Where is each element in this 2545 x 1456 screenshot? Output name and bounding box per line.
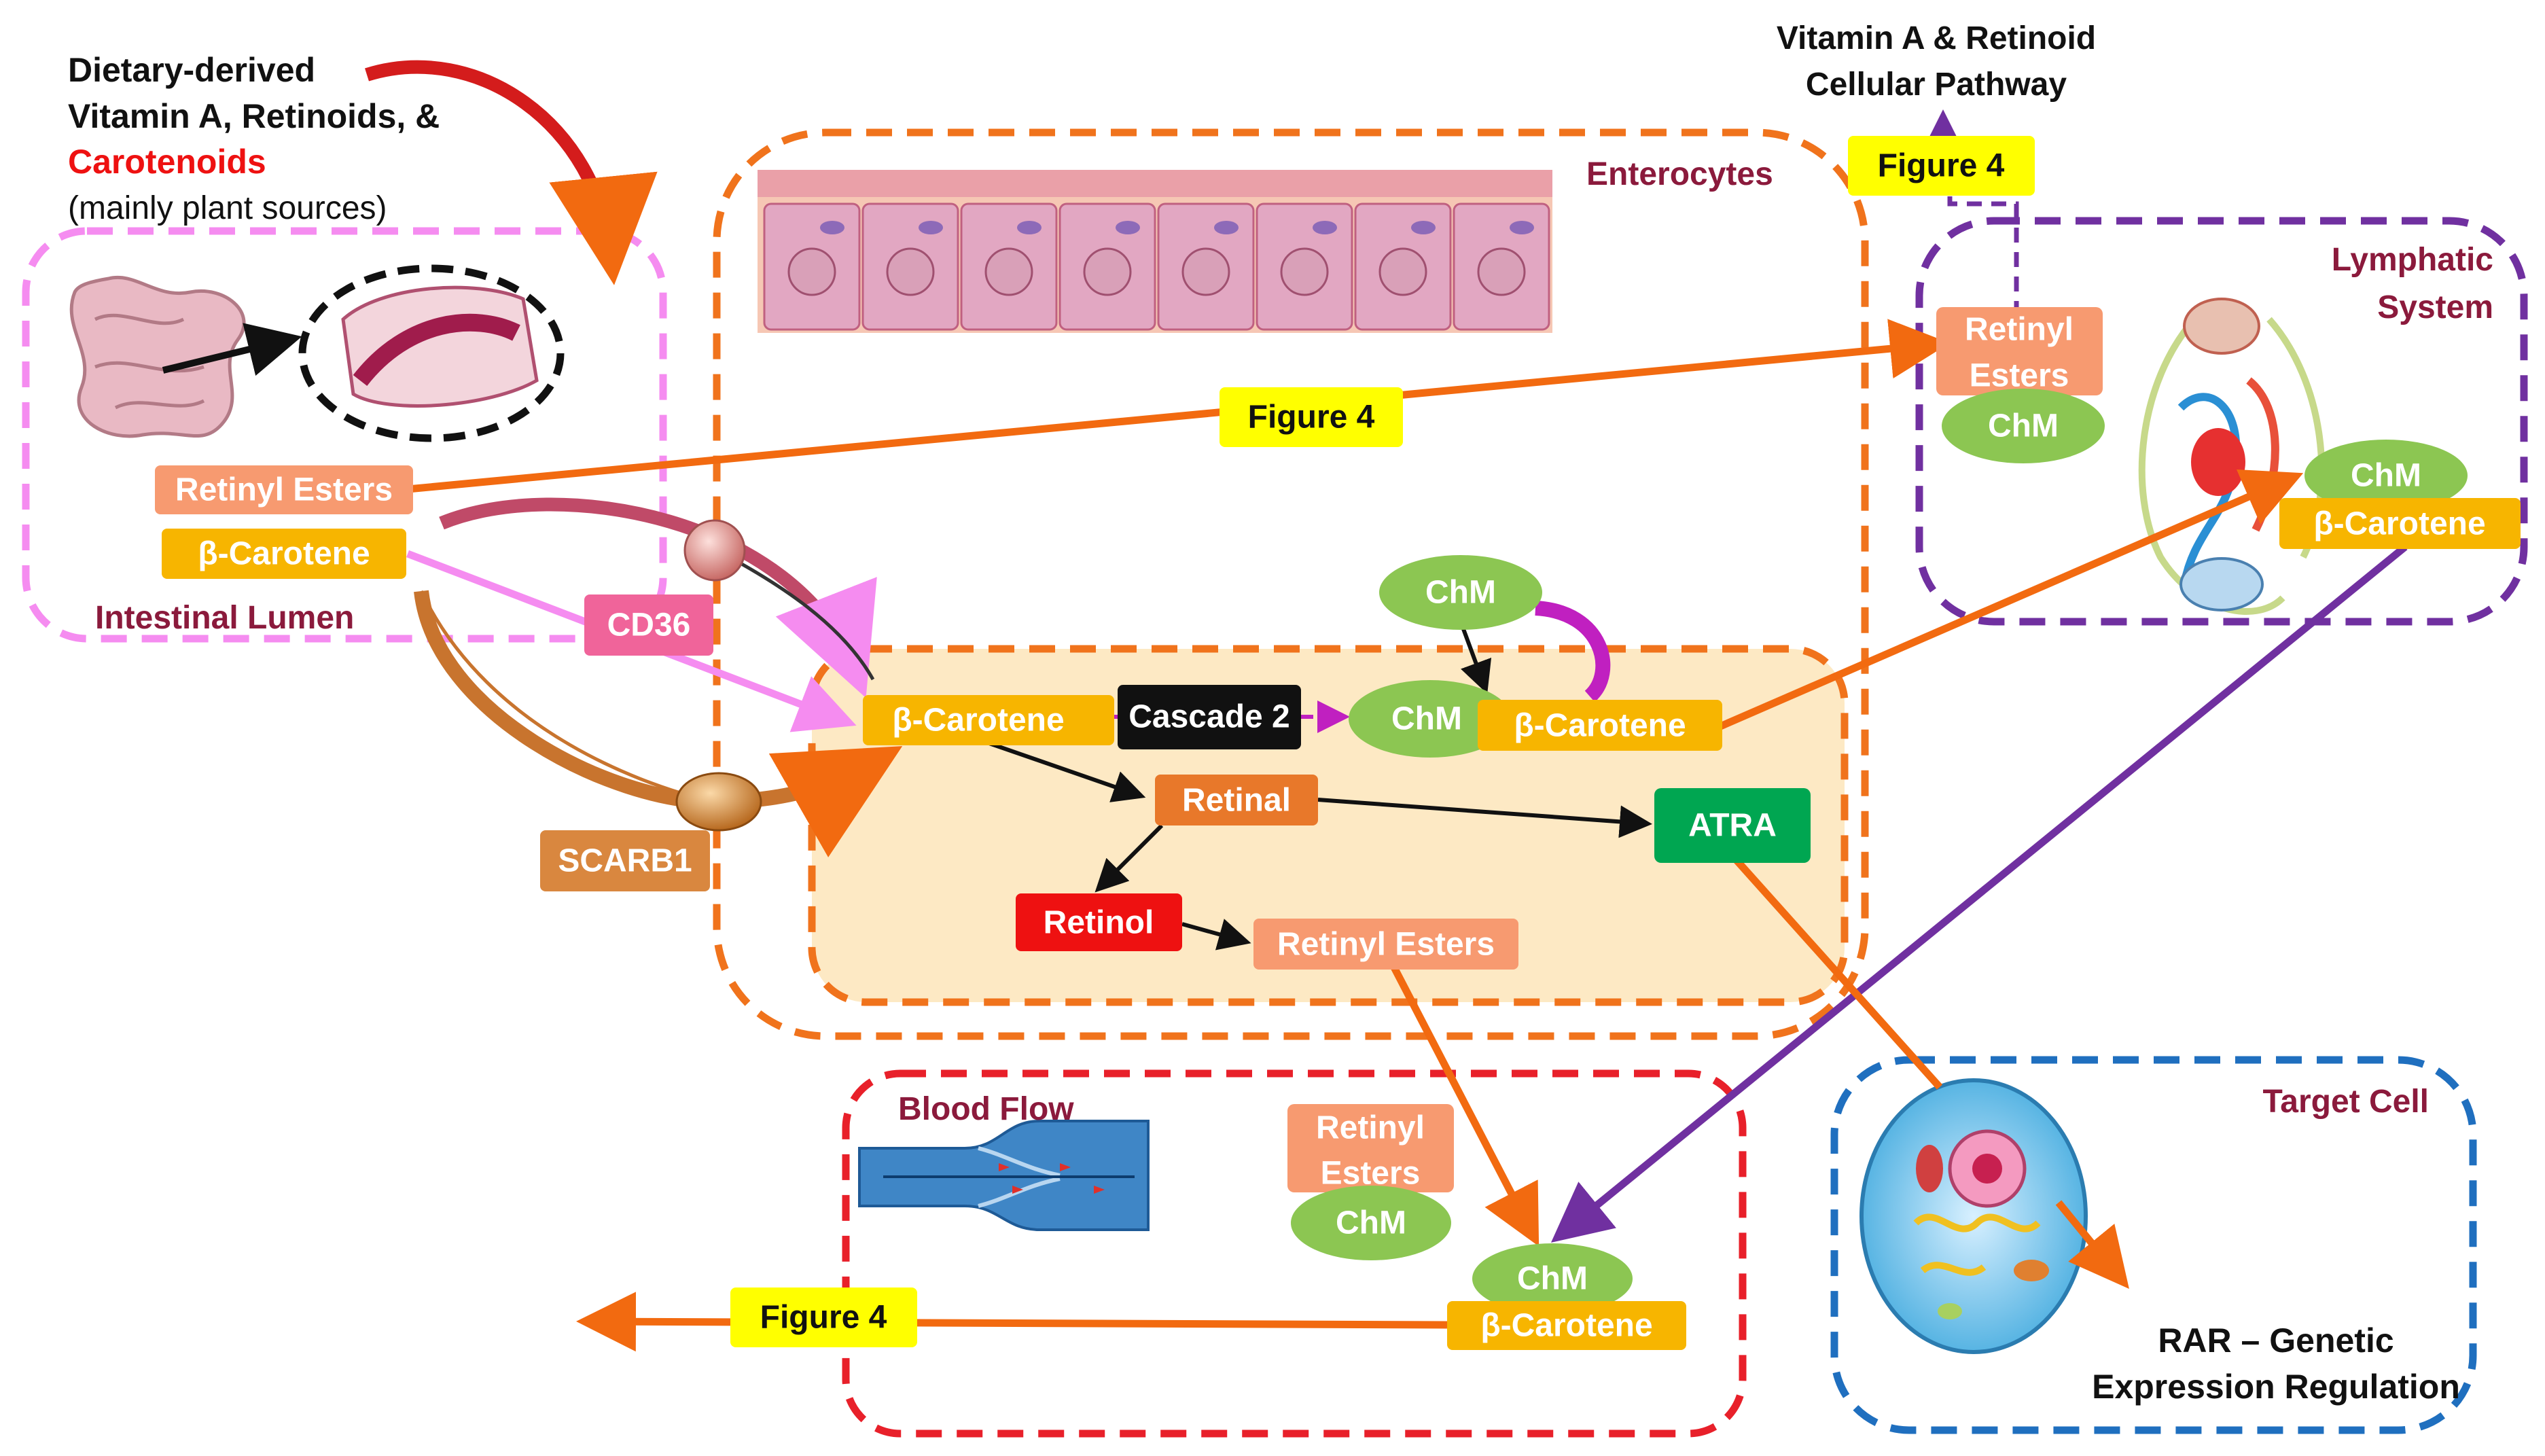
figure4-bottom-box: Figure 4 [730, 1288, 917, 1347]
chm-cell-top-label: ChM [1425, 575, 1496, 611]
dietary-line4: (mainly plant sources) [68, 190, 387, 226]
lymph-to-pathway-dashed-connector [1947, 187, 2019, 316]
pathway-title-line2: Cellular Pathway [1806, 67, 2067, 103]
intestinal-lumen-region [22, 227, 667, 643]
chm-cell-top-ellipse: ChM [1379, 555, 1542, 630]
lymph-beta-carotene-label: β-Carotene [2313, 506, 2485, 542]
villi-zoom-circle [298, 264, 565, 442]
target-cell-illustration [1859, 1078, 2088, 1354]
scarb1-box: SCARB1 [540, 830, 710, 891]
cascade2-box: Cascade 2 [1118, 685, 1301, 749]
cell-chm-to-lymph-arrow [1717, 469, 2304, 731]
rar-line2: Expression Regulation [2092, 1368, 2460, 1406]
retinal-to-retinol-arrow [1094, 823, 1164, 893]
cascade2-label: Cascade 2 [1128, 699, 1290, 735]
figure4-top-label: Figure 4 [1878, 148, 2005, 184]
lymph-retinyl-label-line1: Retinyl [1965, 312, 2074, 348]
target-cell-to-rar-arrow [2055, 1200, 2129, 1290]
lymph-chm1-label: ChM [1988, 408, 2059, 444]
target-cell-region [1830, 1056, 2477, 1434]
blood-flow-label: Blood Flow [898, 1091, 1074, 1127]
retinal-to-atra-arrow [1317, 798, 1652, 838]
lymph-chm2-label: ChM [2351, 458, 2421, 494]
blood-to-figure4-arrow [576, 1292, 1448, 1352]
target-cell-label: Target Cell [2263, 1084, 2430, 1120]
cd36-label: CD36 [607, 607, 691, 643]
lymphatic-label-line2: System [2377, 289, 2493, 325]
beta-carotene-cell-box: β-Carotene [863, 695, 1114, 745]
cd36-transport-arrow [439, 497, 877, 698]
pathway-title-line1: Vitamin A & Retinoid [1777, 20, 2096, 56]
beta-carotene-lumen-box: β-Carotene [162, 529, 406, 579]
lymph-beta-carotene-box: β-Carotene [2279, 498, 2521, 549]
figure4-middle-label: Figure 4 [1248, 399, 1375, 436]
atra-to-target-cell-arrow [1732, 857, 1943, 1090]
blood-retinyl-label-line1: Retinyl [1316, 1110, 1425, 1146]
lymph-retinyl-esters-box: Retinyl Esters [1936, 307, 2103, 395]
blood-beta-carotene-label: β-Carotene [1480, 1308, 1652, 1344]
chm-recycle-arrow [1535, 601, 1611, 703]
blood-flow-region [842, 1069, 1747, 1438]
lymph-chm1-ellipse: ChM [1942, 389, 2105, 463]
scarb1-transport-arrow [414, 590, 903, 857]
scarb1-transporter-sphere [675, 772, 762, 832]
chm-cell-label: ChM [1391, 701, 1462, 737]
beta-carotene-chm-cell-box: β-Carotene [1478, 700, 1722, 751]
blood-retinyl-esters-box: Retinyl Esters [1287, 1104, 1454, 1192]
scarb1-label: SCARB1 [558, 843, 692, 879]
retinol-to-retinyl-esters-arrow [1181, 919, 1251, 951]
intestinal-lumen-label: Intestinal Lumen [95, 600, 354, 636]
beta-carotene-cell-label: β-Carotene [892, 703, 1064, 739]
dietary-line2: Vitamin A, Retinoids, & [68, 97, 440, 135]
blood-vessel-illustration [858, 1120, 1150, 1231]
dietary-intake-arrow [365, 60, 658, 285]
dietary-line3: Carotenoids [68, 143, 266, 181]
chm-cell-ellipse: ChM [1349, 680, 1512, 758]
cd36-transporter-sphere [683, 519, 746, 582]
lymph-retinyl-label-line2: Esters [1970, 358, 2069, 394]
retinol-label: Retinol [1044, 905, 1154, 941]
carotene-to-retinal-arrow [971, 735, 1146, 802]
enterocytes-label: Enterocytes [1586, 156, 1773, 192]
chm-top-to-chm-arrow [1459, 620, 1492, 694]
intestine-illustration [69, 264, 565, 442]
retinyl-esters-lumen-box: Retinyl Esters [155, 465, 413, 514]
enterocytes-region [713, 128, 1869, 1040]
figure4-top-box: Figure 4 [1848, 136, 2035, 196]
atra-box: ATRA [1654, 788, 1811, 863]
retinol-box: Retinol [1016, 893, 1182, 951]
atra-label: ATRA [1688, 808, 1777, 844]
dietary-line1: Dietary-derived [68, 51, 315, 89]
retinyl-esters-cell-box: Retinyl Esters [1253, 919, 1518, 970]
retinal-label: Retinal [1182, 783, 1291, 819]
lymphatic-system-illustration [2138, 298, 2326, 615]
enterocyte-cells-illustration [758, 170, 1552, 333]
intestine-to-villi-arrow [162, 323, 302, 376]
cd36-box: CD36 [584, 594, 713, 656]
retinal-box: Retinal [1155, 775, 1318, 825]
blood-chm1-label: ChM [1336, 1205, 1406, 1241]
blood-chm2-label: ChM [1517, 1261, 1588, 1297]
blood-retinyl-label-line2: Esters [1321, 1156, 1421, 1192]
lymph-to-blood-arrow [1550, 544, 2408, 1243]
lymphatic-label-line1: Lymphatic [2332, 242, 2493, 278]
figure4-middle-box: Figure 4 [1220, 387, 1403, 447]
blood-beta-carotene-box: β-Carotene [1447, 1301, 1686, 1350]
retinyl-esters-to-lymph-arrow [407, 319, 1950, 493]
rar-line1: RAR – Genetic [2158, 1321, 2393, 1360]
cell-retinyl-to-blood-arrow [1389, 963, 1540, 1247]
beta-carotene-lumen-label: β-Carotene [198, 536, 370, 572]
lymphatic-region [1915, 217, 2528, 626]
figure4-bottom-label: Figure 4 [760, 1300, 887, 1336]
retinyl-esters-lumen-label: Retinyl Esters [175, 472, 393, 508]
blood-chm1-ellipse: ChM [1291, 1186, 1451, 1260]
beta-carotene-chm-cell-label: β-Carotene [1514, 708, 1686, 744]
blood-chm2-ellipse: ChM [1472, 1243, 1633, 1314]
retinyl-esters-cell-label: Retinyl Esters [1277, 927, 1495, 963]
lymph-chm2-ellipse: ChM [2304, 440, 2468, 512]
